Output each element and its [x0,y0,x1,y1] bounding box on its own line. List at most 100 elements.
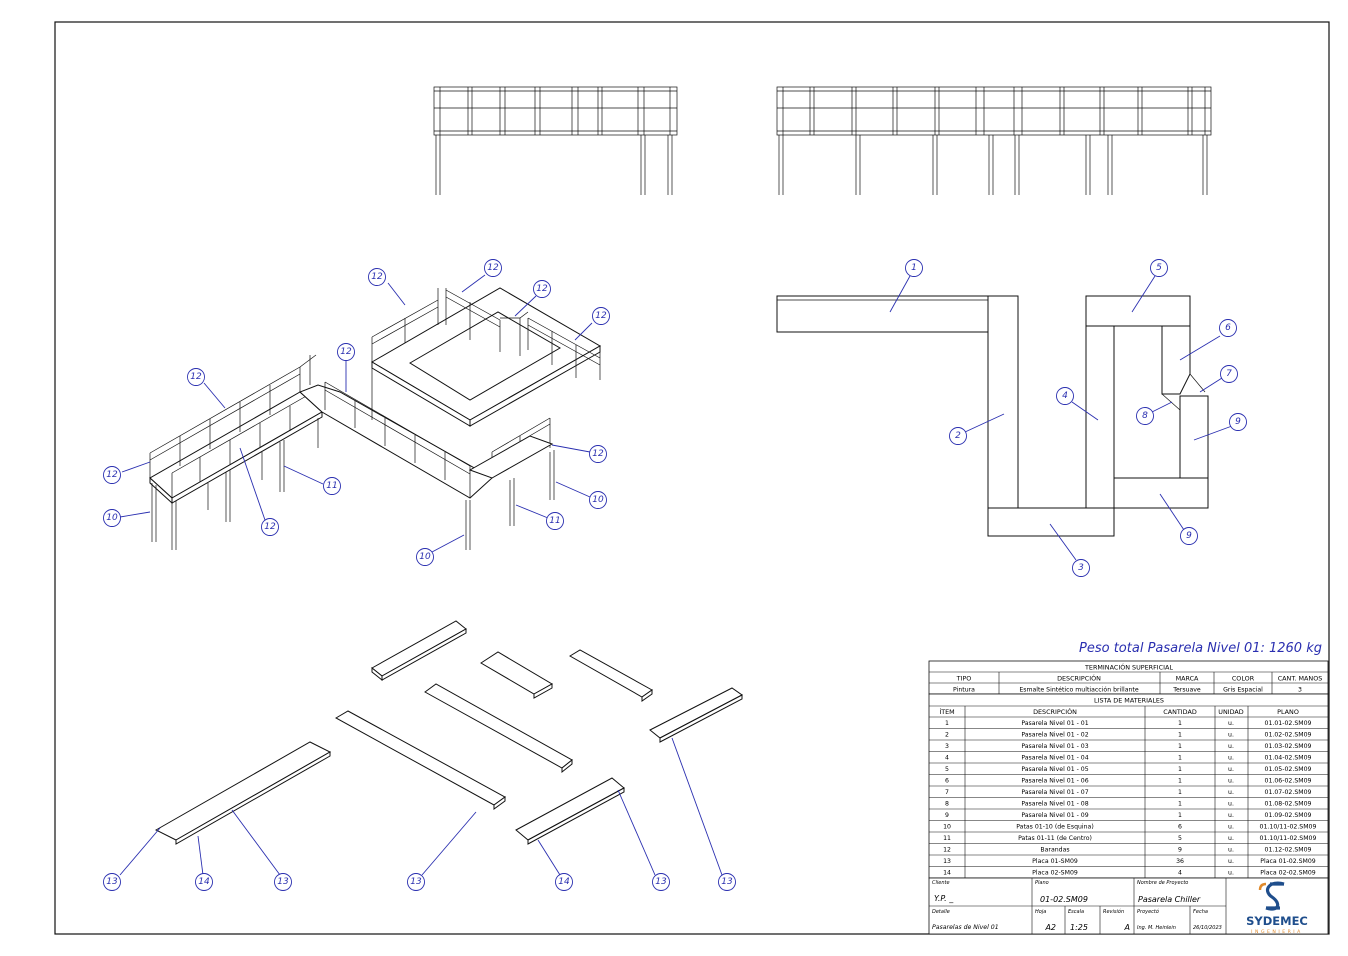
bom-header-item: ÍTEM [939,707,954,716]
plan-balloon: 6 [1219,319,1237,337]
elevation-view-left [433,86,678,195]
sf-header-cant-manos: CANT. MANOS [1278,675,1323,683]
bom-cell: 01.08-02.SM09 [1265,801,1312,808]
logo-sub: INGENIERIA [1251,929,1303,935]
iso-balloon-label: 10 [592,495,604,505]
part-balloon: 13 [407,873,425,891]
bom-cell: u. [1228,732,1234,739]
plan-balloon-label: 6 [1225,323,1231,333]
plan-leaders [889,275,1233,561]
bom-cell: 5 [1178,835,1182,842]
plan-balloon: 1 [905,259,923,277]
part-balloon: 13 [652,873,670,891]
plate-leaders [119,737,723,876]
tb-escala-label: Escala [1068,909,1084,915]
bom-cell: Patas 01-11 (de Centro) [1018,835,1092,842]
bom-header-cantidad: CANTIDAD [1163,708,1197,716]
bom-cell: 5 [945,766,949,773]
tb-cliente-value: Y.P. _ [934,894,954,903]
plan-balloon-label: 9 [1235,417,1241,427]
bom-cell: u. [1228,766,1234,773]
part-balloon-label: 13 [277,877,289,887]
bom-cell: Barandas [1040,847,1069,854]
bom-cell: 01.05-02.SM09 [1265,766,1312,773]
tb-nombre-proyecto-label: Nombre de Proyecto [1137,880,1188,886]
exploded-plates [154,620,743,845]
surface-finish-title: TERMINACIÓN SUPERFICIAL [1084,663,1173,672]
bom-cell: 1 [1178,720,1182,727]
bom-cell: Pasarela Nivel 01 - 07 [1021,789,1088,796]
total-weight-title: Peso total Pasarela Nivel 01: 1260 kg [1079,641,1322,656]
iso-balloon-label: 10 [106,513,118,523]
bom-cell: Pasarela Nivel 01 - 01 [1021,720,1088,727]
part-balloon: 13 [103,873,121,891]
plan-balloon-label: 2 [955,431,961,441]
iso-balloon-label: 12 [595,311,607,321]
tb-proyecto-label: Proyectó [1137,908,1159,915]
bom-cell: 13 [943,858,951,865]
plan-balloon: 9 [1180,527,1198,545]
bom-cell: u. [1228,824,1234,831]
tb-hoja-label: Hoja [1035,909,1046,915]
bom-cell: 01.04-02.SM09 [1265,755,1312,762]
iso-balloon-label: 12 [264,522,276,532]
sf-header-color: COLOR [1232,675,1255,683]
bom-cell: 4 [1178,870,1182,877]
bom-cell: 8 [945,801,949,808]
bom-cell: u. [1228,835,1234,842]
iso-balloon: 10 [589,491,607,509]
tb-detalle-value: Pasarelas de Nivel 01 [932,924,999,931]
tb-revision-value: A [1124,923,1130,932]
bom-cell: 4 [945,755,949,762]
bom-cell: 2 [945,732,949,739]
bom-cell: Pasarela Nivel 01 - 08 [1021,801,1088,808]
bom-cell: Pasarela Nivel 01 - 02 [1021,732,1088,739]
bom-cell: u. [1228,801,1234,808]
bom-cell: Pasarela Nivel 01 - 05 [1021,766,1088,773]
bom-cell: u. [1228,755,1234,762]
iso-balloon: 10 [103,509,121,527]
logo-name: SYDEMEC [1246,914,1308,928]
iso-balloon: 12 [484,259,502,277]
bom-cell: u. [1228,720,1234,727]
part-balloon: 13 [718,873,736,891]
bom-row: 1 Pasarela Nivel 01 - 01 1 u. 01.01-02.SM09 [945,720,1311,727]
bom-header-descripcion: DESCRIPCIÓN [1033,707,1077,716]
iso-balloon: 11 [546,512,564,530]
bill-of-materials-table: LISTA DE MATERIALES ÍTEM DESCRIPCIÓN CAN… [928,693,1329,879]
part-balloon-label: 13 [721,877,733,887]
tb-revision-label: Revisión [1103,908,1124,915]
bom-cell: 01.12-02.SM09 [1265,847,1312,854]
iso-balloon: 12 [533,280,551,298]
bom-cell: Placa 01-SM09 [1032,858,1078,865]
bom-cell: 01.07-02.SM09 [1265,789,1312,796]
iso-balloon: 10 [416,548,434,566]
iso-balloon: 11 [323,477,341,495]
bom-cell: 01.01-02.SM09 [1265,720,1312,727]
part-balloon-label: 13 [106,877,118,887]
sf-value-color: Gris Espacial [1223,687,1263,694]
bom-cell: 1 [945,720,949,727]
bom-cell: 01.03-02.SM09 [1265,743,1312,750]
bom-cell: 36 [1176,858,1184,865]
part-balloon-label: 13 [410,877,422,887]
iso-balloon-label: 11 [549,516,560,526]
isometric-view [149,287,602,550]
bom-cell: Pasarela Nivel 01 - 03 [1021,743,1088,750]
title-block: Cliente Y.P. _ Plano 01-02.SM09 Nombre d… [928,877,1329,935]
bom-cell: 1 [1178,732,1182,739]
plan-balloon-label: 7 [1226,369,1232,379]
bom-cell: 14 [943,870,951,877]
sf-header-descripcion: DESCRIPCIÓN [1057,674,1101,683]
plan-view [776,295,1209,537]
iso-balloon-label: 12 [190,372,202,382]
bom-cell: 01.06-02.SM09 [1265,778,1312,785]
tb-cliente-label: Cliente [932,880,950,886]
